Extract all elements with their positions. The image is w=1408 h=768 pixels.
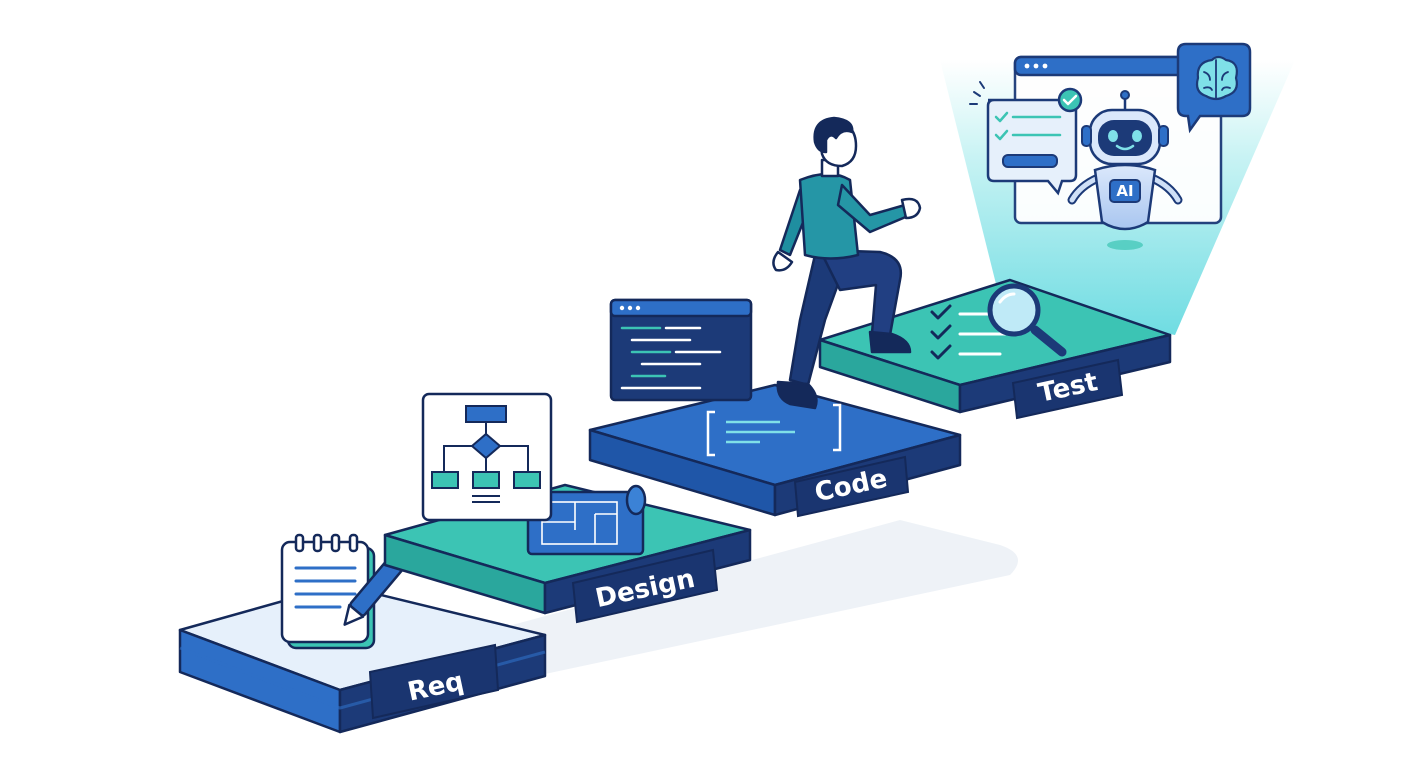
ai-robot-icon: AI (1067, 90, 1183, 250)
step-label-test: Test (1011, 358, 1124, 420)
chat-check-icon (969, 81, 1083, 196)
floor-shadow (420, 520, 1018, 690)
code-window-icon (609, 298, 753, 402)
blueprint-icon (526, 484, 647, 556)
person-climbing (772, 116, 922, 410)
brain-icon (1176, 42, 1252, 134)
step-label-req: Req (368, 643, 500, 720)
magnifier-icon (987, 283, 1067, 357)
notepad-pencil-icon (280, 533, 409, 650)
checklist-icon (930, 304, 1007, 360)
ai-badge-label: AI (1116, 182, 1133, 200)
code-bracket-decor (706, 403, 842, 457)
flowchart-icon (421, 392, 553, 522)
